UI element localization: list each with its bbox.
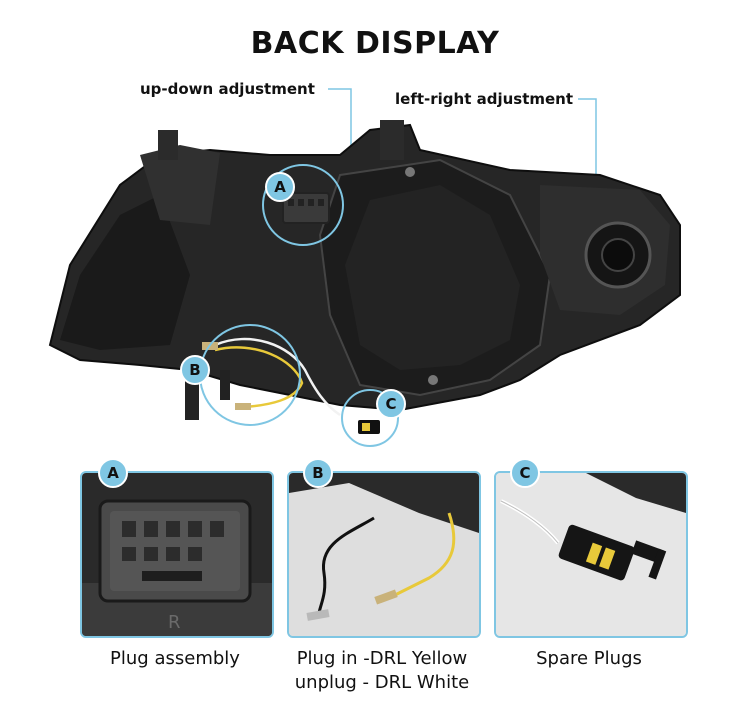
page-title: BACK DISPLAY bbox=[250, 26, 500, 61]
hero-marker-a: A bbox=[265, 172, 295, 202]
hero-marker-c: C bbox=[376, 389, 406, 419]
upper-left-shell bbox=[140, 145, 220, 225]
drl-wires-image bbox=[289, 473, 479, 636]
caption-plug-assembly: Plug assembly bbox=[70, 647, 280, 671]
caption-spare-plugs: Spare Plugs bbox=[484, 647, 694, 671]
detail-panel-c bbox=[494, 471, 688, 638]
terminal-white bbox=[306, 609, 330, 621]
magnifier-a bbox=[262, 164, 344, 246]
wire-yellow bbox=[388, 512, 456, 600]
terminal-yellow bbox=[374, 589, 398, 605]
spare-plugs-image bbox=[496, 473, 686, 636]
hero-marker-b: B bbox=[180, 355, 210, 385]
caption-b-line-2: unplug - DRL White bbox=[294, 672, 470, 693]
panel-b-badge: B bbox=[303, 458, 333, 488]
caption-b-line-1: Plug in -DRL Yellow bbox=[296, 648, 468, 669]
hero-wire-white bbox=[214, 337, 341, 417]
connector-a-hero bbox=[282, 192, 330, 224]
panel-c-badge: C bbox=[510, 458, 540, 488]
headlight-illustration bbox=[48, 120, 681, 447]
spare-plug-connector bbox=[558, 524, 667, 581]
caption-a-line-1: Plug assembly bbox=[110, 648, 240, 669]
plug-assembly-image: R bbox=[82, 473, 272, 636]
svg-text:R: R bbox=[168, 612, 181, 633]
caption-drl-wires: Plug in -DRL Yellow unplug - DRL White bbox=[277, 647, 487, 695]
left-right-adjustment-label: left-right adjustment bbox=[395, 90, 574, 108]
detail-panel-b bbox=[287, 471, 481, 638]
top-tab-right bbox=[380, 120, 404, 160]
headlight-back-view bbox=[40, 115, 710, 460]
panel-a-badge: A bbox=[98, 458, 128, 488]
wire-white bbox=[317, 516, 375, 614]
up-down-adjustment-label: up-down adjustment bbox=[140, 80, 315, 98]
left-bracket-area bbox=[60, 195, 190, 350]
detail-panel-a: R bbox=[80, 471, 274, 638]
caption-c-line-1: Spare Plugs bbox=[536, 648, 642, 669]
top-tab-left bbox=[158, 130, 178, 160]
magnifier-c bbox=[341, 389, 399, 447]
plug-pins bbox=[122, 521, 224, 561]
hero-wire-yellow bbox=[214, 346, 304, 409]
